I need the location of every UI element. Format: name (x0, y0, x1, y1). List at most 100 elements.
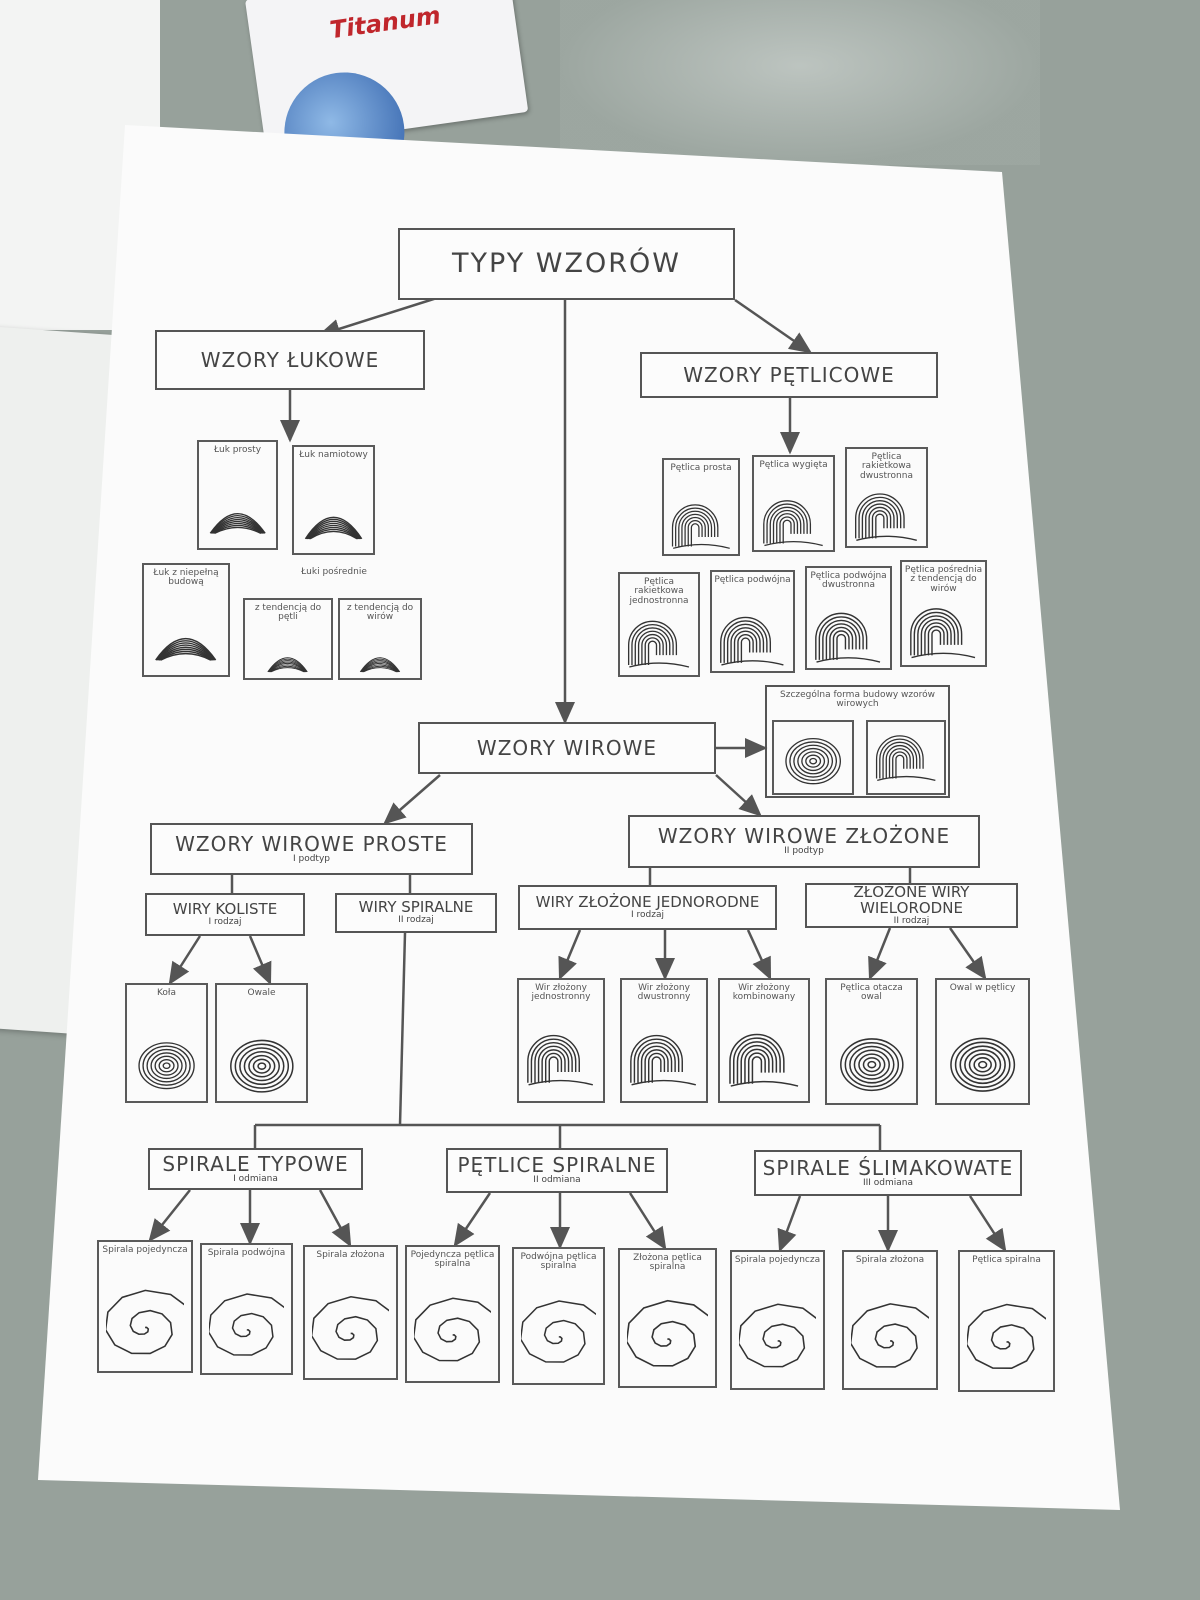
node-title: PĘTLICE SPIRALNE (457, 1153, 657, 1178)
fingerprint-arch-icon (155, 637, 217, 661)
node-subtitle: I rodzaj (631, 909, 664, 920)
connector-arrow (398, 932, 407, 1126)
connector-arrow (168, 935, 202, 986)
pattern-card-label: Pętlica rakietkowa dwustronna (860, 452, 913, 481)
node-title: WZORY WIROWE (476, 735, 658, 760)
node-subtitle: I odmiana (233, 1173, 278, 1184)
pattern-card-label: Pętlica prosta (670, 463, 732, 473)
group-heading-special: Szczególna forma budowy wzorów wirowych (765, 685, 950, 798)
pattern-card-a5: z tendencją do wirów (338, 598, 422, 680)
node-title: WIRY SPIRALNE (358, 898, 474, 917)
node-subtitle: I podtyp (292, 853, 330, 864)
pattern-card-n1: Spirala pojedyncza (730, 1250, 825, 1390)
node-title: SPIRALE TYPOWE (162, 1151, 349, 1176)
connector-arrow (777, 1195, 802, 1253)
node-subtitle: II rodzaj (398, 915, 434, 926)
fingerprint-spiral-icon (966, 1303, 1047, 1370)
pattern-card-label: Pętlica otacza owal (840, 983, 903, 1003)
pattern-card-label: z tendencją do wirów (346, 603, 414, 623)
pattern-card-label: Pojedyncza pętlica spiralna (410, 1250, 495, 1270)
pattern-card-h1: Wir złożony jednostronny (517, 978, 605, 1103)
pattern-card-label: Spirala pojedyncza (734, 1255, 821, 1265)
pattern-card-n3: Pętlica spiralna (958, 1250, 1055, 1392)
node-title: WIRY ZŁOŻONE JEDNORODNE (535, 892, 760, 911)
node-title: TYPY WZORÓW (452, 247, 681, 279)
pattern-card-label: Łuk z niepełną budową (153, 568, 219, 588)
connector-arrow (317, 295, 441, 339)
pattern-card-label: Spirala złożona (316, 1250, 385, 1260)
pattern-card-label: Spirala złożona (855, 1255, 925, 1265)
pattern-card-p3: Złożona pętlica spiralna (618, 1248, 717, 1388)
pattern-card-h3: Wir złożony kombinowany (718, 978, 810, 1103)
pattern-card-label: Podwójna pętlica spiralna (520, 1252, 597, 1272)
node-subtitle: II rodzaj (893, 915, 930, 926)
node-title: SPIRALE ŚLIMAKOWATE (762, 1155, 1014, 1180)
connector-arrow (734, 298, 813, 354)
pattern-card-h2: Wir złożony dwustronny (620, 978, 708, 1103)
fingerprint-loop-icon (875, 735, 936, 782)
pattern-card-h5: Owal w pętlicy (935, 978, 1030, 1105)
fingerprint-spiral-icon (738, 1303, 817, 1368)
pattern-card-a3: Łuk z niepełną budową (142, 563, 230, 677)
pattern-card-label: Koła (156, 988, 177, 998)
node-subtitle: III odmiana (862, 1177, 914, 1188)
pattern-card-label: Wir złożony jednostronny (531, 983, 591, 1003)
node-title: WZORY WIROWE PROSTE (175, 831, 448, 856)
node-title: WZORY WIROWE ZŁOŻONE (657, 824, 951, 849)
fingerprint-spiral-icon (627, 1299, 708, 1367)
node-loop: WZORY PĘTLICOWE (640, 352, 938, 398)
pattern-card-c2: Owale (215, 983, 308, 1103)
connector-arrow (248, 935, 272, 986)
pattern-card-l2: Pętlica wygięta (752, 455, 835, 552)
pattern-card-label: Pętlica rakietkowa jednostronna (629, 577, 689, 606)
connector-arrow (453, 1192, 492, 1248)
connector-arrow (715, 774, 762, 817)
pattern-card-label: Złożona pętlica spiralna (633, 1253, 702, 1273)
connector-arrow (558, 929, 582, 981)
fingerprint-loop-icon (910, 608, 976, 659)
fingerprint-spiral-icon (208, 1293, 285, 1356)
fingerprint-whorl-icon (229, 1039, 294, 1093)
fingerprint-loop-icon (527, 1034, 594, 1086)
pattern-card-label: Wir złożony kombinowany (732, 983, 796, 1003)
pattern-card-label: Wir złożony dwustronny (637, 983, 691, 1003)
pattern-card-label: Pętlica pośrednia z tendencją do wirów (904, 565, 983, 594)
pattern-card-l1: Pętlica prosta (662, 458, 740, 556)
node-title: WIRY KOLISTE (172, 899, 278, 918)
pattern-card-t1: Spirala pojedyncza (97, 1240, 193, 1373)
pattern-card-l5: Pętlica podwójna (710, 570, 795, 673)
node-subtitle: I rodzaj (208, 916, 242, 927)
node-title: WZORY PĘTLICOWE (683, 362, 895, 387)
pattern-card-label: Spirala pojedyncza (102, 1245, 188, 1255)
connector-arrow (148, 1189, 191, 1242)
group-heading-intermediate: Łuki pośrednie (301, 567, 367, 577)
fingerprint-loop-icon (720, 616, 784, 666)
connector-arrow (318, 1189, 352, 1248)
pattern-card-a2: Łuk namiotowy (292, 445, 375, 555)
pattern-card-label: Pętlica podwójna dwustronna (810, 571, 887, 591)
fingerprint-arch-icon (267, 657, 309, 673)
pattern-card-s1 (772, 720, 854, 795)
connector-arrow (628, 1192, 667, 1251)
pattern-card-label: Pętlica podwójna (714, 575, 791, 585)
connector-arrow (383, 774, 441, 825)
fingerprint-tent-icon (304, 516, 363, 540)
pattern-card-label: Łuk namiotowy (299, 450, 368, 460)
fingerprint-arch-icon (359, 657, 401, 673)
fingerprint-whorl-icon (839, 1038, 904, 1092)
node-subtitle: II podtyp (784, 846, 824, 857)
fingerprint-loop-icon (671, 504, 730, 549)
pattern-card-a1: Łuk prosty (197, 440, 278, 550)
plastic-wrap (560, 0, 1040, 165)
fingerprint-spiral-icon (413, 1297, 492, 1362)
pattern-card-label: Pętlica spiralna (972, 1255, 1041, 1265)
connector-arrow (948, 927, 987, 981)
pattern-card-p2: Podwójna pętlica spiralna (512, 1247, 605, 1385)
pattern-card-l7: Pętlica pośrednia z tendencją do wirów (900, 560, 987, 667)
